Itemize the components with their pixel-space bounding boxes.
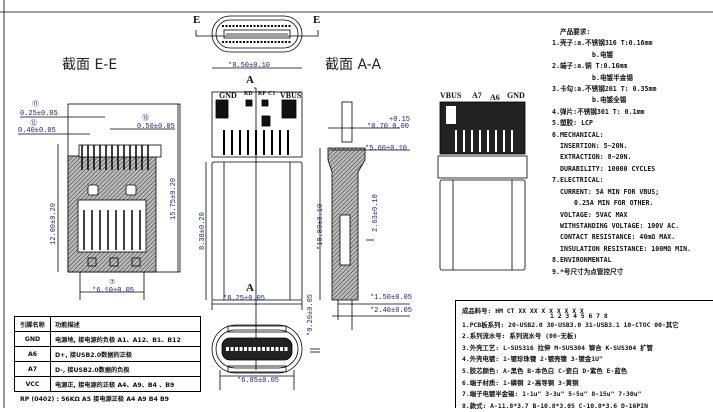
section-aa-title: 截面 A-A xyxy=(325,57,382,73)
pin-label-a6: A6 xyxy=(490,93,500,102)
top-plug-view xyxy=(195,15,319,53)
section-marker-e-right: E xyxy=(313,14,321,26)
dimension-label: 12.00±0.20 xyxy=(50,202,58,245)
dimension-label: *6.85±0.05 xyxy=(237,377,280,385)
spec-line: WITHSTANDING VOLTAGE: 100V AC. xyxy=(560,221,680,230)
dimension-label: 0.25±0.05 xyxy=(20,110,58,118)
part-number-title: 成品料号: HM CT XX XX X X X X X X xyxy=(462,307,584,315)
spec-line: CONTACT RESISTANCE: 40mΩ MAX. xyxy=(560,233,676,242)
dimension-label: *10.80±0.10 xyxy=(317,203,325,250)
dimension-label: *5.60±0.10 xyxy=(365,145,408,153)
section-marker-a-top: A xyxy=(246,74,254,86)
dimension-label: *8.25±0.05 xyxy=(223,295,266,303)
dimension-label: *2.40±0.05 xyxy=(370,307,413,315)
spec-line: EXTRACTION: 8~20N. xyxy=(560,153,632,162)
section-marker-a-bottom: A xyxy=(246,282,254,294)
pin-label-a7: A7 xyxy=(472,91,482,100)
spec-line: b.电镀半金锡 xyxy=(592,73,633,82)
bottom-plug-view xyxy=(211,324,320,390)
front-view-drawing xyxy=(205,67,303,370)
pin-description: 电源正, 接电源的正极 A4、A9、B4 、B9 xyxy=(50,376,201,392)
section-ee-title: 截面 E-E xyxy=(62,57,118,73)
pin-label-gnd: GND xyxy=(219,91,237,100)
rear-view-drawing xyxy=(437,101,528,271)
part-number-line: 4.外壳电镀: 1-镀珍珠镍 2-镀亮镍 3-镀金1U" xyxy=(462,355,603,364)
part-number-line: 1.PCB板系列: 20-USB2.0 30-USB3.0 31-USB3.1 … xyxy=(462,320,679,329)
spec-line: b.电镀 xyxy=(592,50,614,59)
pin-name: VCC xyxy=(14,376,51,392)
pin-description: D+, 接USB2.0数据的正极 xyxy=(50,346,201,362)
spec-line: 3.卡勾:a.不锈钢201 T: 0.35mm xyxy=(552,85,657,94)
dim-id: ⑬ xyxy=(142,115,149,123)
dimension-tolerance: +0.15 xyxy=(389,116,411,124)
pin-label-rd: RD xyxy=(244,91,253,97)
pin-description: 电源地, 接电源的负极 A1、A12、B1、B12 xyxy=(50,331,201,347)
pin-label-c1: C1 xyxy=(268,91,276,97)
dimension-label: 0.50±0.05 xyxy=(137,123,175,131)
part-number-box: 成品料号: HM CT XX XX X X X X X X 1 2 3 4 5 … xyxy=(455,300,713,410)
dimension-label: 0.40±0.05 xyxy=(18,127,56,135)
header-pin-name: 引脚名称 xyxy=(14,316,51,332)
section-ee-drawing xyxy=(18,103,181,300)
part-number-line: 8.款式: A-11.8*3.7 B-10.8*3.05 C-10.8*3.6 … xyxy=(462,401,648,410)
pin-label-vbus: VBUS xyxy=(280,91,302,100)
part-number-line: 6.端子材质: 1-磷铜 2-高导铜 3-黄铜 xyxy=(462,378,579,387)
dim-id: ⑫ xyxy=(30,120,37,128)
part-number-line: 3.外壳工艺: L-SUS316 拉伸 M-SUS304 铆合 K-SUS304… xyxy=(462,343,653,352)
pin-label-rp: RP xyxy=(258,91,266,97)
pin-label-gnd: GND xyxy=(507,91,525,100)
spec-line: 7.ELECTRICAL: xyxy=(552,176,604,185)
pin-name: A6 xyxy=(14,346,51,362)
dimension-label: *8.50±0.10 xyxy=(228,62,271,70)
spec-line: 0.25A MIN FOR OTHER. xyxy=(574,199,654,208)
pin-name: A7 xyxy=(14,361,51,377)
spec-line: CURRENT: 5A MIN FOR VBUS; xyxy=(560,187,660,196)
spec-line: DURABILITY: 10000 CYCLES xyxy=(560,164,656,173)
rp-note: RP (0402) : 56KΩ A5 接电源正极 A4 A9 B4 B9 xyxy=(20,396,169,403)
spec-line: 8.ENVIRONMENTAL xyxy=(552,256,612,265)
table-header-row: 引脚名称功能描述 xyxy=(14,316,201,332)
part-number-line: 2.系列流水号: 系列流水号 (00-无板) xyxy=(462,332,578,341)
part-number-digits: 1 2 3 4 5 6 7 8 xyxy=(550,311,608,320)
pin-label-vbus: VBUS xyxy=(440,91,462,100)
spec-line: 5.塑胶: LCP xyxy=(552,119,593,128)
dim-id: ⑦ xyxy=(109,279,116,287)
spec-line: 9.*号尺寸为点管控尺寸 xyxy=(552,267,624,276)
pin-description: D-, 接USB2.0数据的负极 xyxy=(50,361,201,377)
dimension-label: 2.63±0.10 xyxy=(372,194,380,232)
spec-line: 6.MECHANICAL: xyxy=(552,130,604,139)
section-aa-drawing xyxy=(319,101,410,330)
dimension-label: *1.50±0.05 xyxy=(370,294,413,302)
part-number-line: 5.胶芯颜色: A-黑色 B-本色白 C-瓷白 D-紫色 E-蓝色 xyxy=(462,366,628,375)
dimension-label: *0.20±0.05 xyxy=(307,293,315,336)
dimension-label: 15.75±0.20 xyxy=(170,177,178,220)
header-function: 功能描述 xyxy=(50,316,201,332)
spec-line: INSERTION: 5~20N. xyxy=(560,142,628,151)
spec-line: b.电镀全锡 xyxy=(592,96,627,105)
spec-line: VOLTAGE: 5VAC MAX xyxy=(560,210,628,219)
spec-line: 1.壳子:a.不锈钢316 T:0.16mm xyxy=(552,39,653,48)
dimension-label: *0.70 0.00 xyxy=(367,123,410,131)
spec-heading: 产品要求: xyxy=(560,28,591,36)
part-number-line: 7.端子电镀半金锡: 1-1u" 3-3u" 5-5u" 8-15u" 7-30… xyxy=(462,390,642,399)
product-requirements: 产品要求: 1.壳子:a.不锈钢316 T:0.16mm b.电镀 2.端子:a… xyxy=(552,27,691,278)
dim-id: ⑪ xyxy=(32,101,39,109)
spec-line: 4.弹片:不锈钢301 T: 0.1mm xyxy=(552,107,645,116)
section-marker-e-left: E xyxy=(193,14,201,26)
spec-line: 2.端子:a.铜 T:0.16mm xyxy=(552,62,628,71)
dimension-label: 8.38±0.20 xyxy=(199,212,207,250)
pin-name: GND xyxy=(14,331,51,347)
dimension-label: *6.10±0.05 xyxy=(92,287,135,295)
spec-line: INSULATION RESISTANCE: 100MΩ MIN. xyxy=(560,244,692,253)
